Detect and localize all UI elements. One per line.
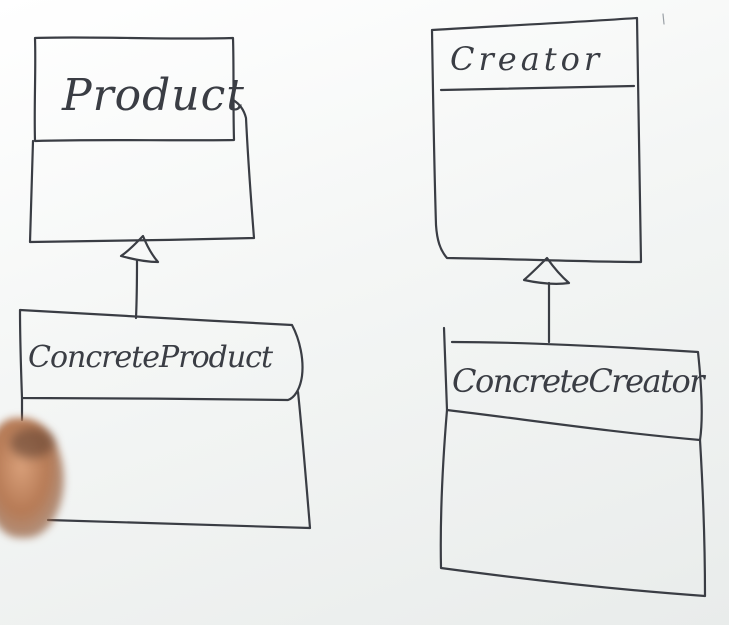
product-inheritance-arrow [119, 234, 160, 320]
concretecreator-class-box [439, 326, 707, 598]
creator-class-box [430, 16, 643, 264]
stray-marker-dot [662, 13, 665, 25]
creator-class-label: Creator [450, 40, 604, 78]
creator-name-divider [439, 84, 636, 92]
product-arrow-shaft [134, 258, 139, 320]
creator-arrowhead [522, 256, 571, 285]
concreteproduct-class-box [18, 308, 312, 530]
creator-box-outline [430, 16, 643, 264]
marker-shadow [10, 428, 54, 458]
product-class-label: Product [62, 70, 245, 121]
product-class-box [28, 36, 256, 244]
product-arrowhead [119, 234, 160, 264]
concreteproduct-body [20, 390, 312, 530]
creator-inheritance-arrow [522, 256, 571, 344]
concretecreator-body [439, 408, 707, 598]
concretecreator-class-label: ConcreteCreator [452, 362, 705, 400]
concreteproduct-class-label: ConcreteProduct [28, 340, 273, 375]
product-body [28, 98, 256, 244]
product-name-compartment [33, 36, 236, 143]
